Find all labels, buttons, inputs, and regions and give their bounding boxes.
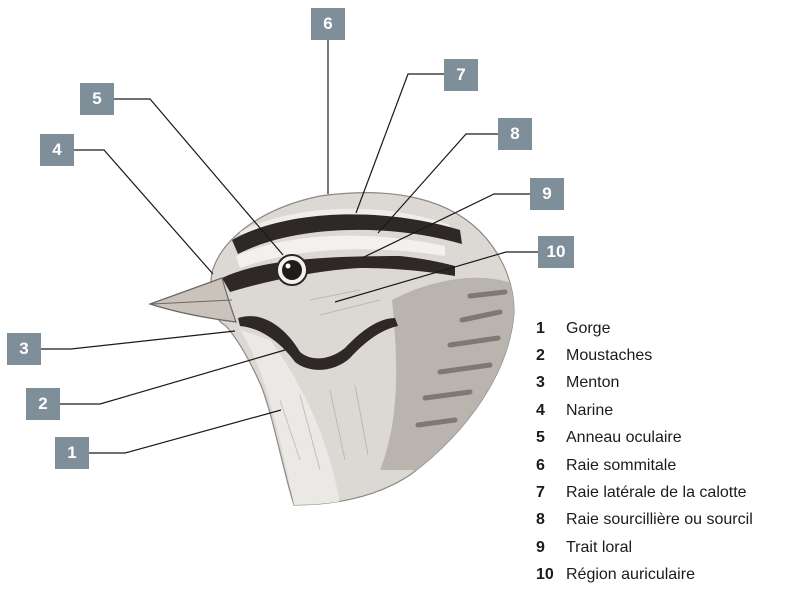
- legend-item: 1Gorge: [536, 315, 753, 342]
- legend-number: 8: [536, 511, 566, 529]
- legend-label: Gorge: [566, 320, 610, 338]
- legend-label: Menton: [566, 374, 619, 392]
- legend-label: Anneau oculaire: [566, 429, 682, 447]
- callout-4: 4: [40, 134, 74, 166]
- leader-line-4: [74, 150, 213, 274]
- legend-item: 2Moustaches: [536, 342, 753, 369]
- callout-3: 3: [7, 333, 41, 365]
- legend-item: 8Raie sourcillière ou sourcil: [536, 507, 753, 534]
- legend-item: 7Raie latérale de la calotte: [536, 479, 753, 506]
- leader-line-1: [89, 410, 281, 453]
- legend-number: 5: [536, 429, 566, 447]
- legend-item: 4Narine: [536, 397, 753, 424]
- legend-number: 4: [536, 402, 566, 420]
- legend-label: Raie sommitale: [566, 457, 676, 475]
- legend-label: Trait loral: [566, 539, 632, 557]
- legend-number: 10: [536, 566, 566, 584]
- legend-label: Région auriculaire: [566, 566, 695, 584]
- callout-10: 10: [538, 236, 574, 268]
- callout-9: 9: [530, 178, 564, 210]
- legend-item: 9Trait loral: [536, 534, 753, 561]
- legend-label: Moustaches: [566, 347, 652, 365]
- leader-line-3: [41, 331, 235, 349]
- legend-number: 1: [536, 320, 566, 338]
- legend-number: 7: [536, 484, 566, 502]
- legend-item: 3Menton: [536, 370, 753, 397]
- callout-5: 5: [80, 83, 114, 115]
- legend-item: 10Région auriculaire: [536, 562, 753, 589]
- legend-label: Narine: [566, 402, 613, 420]
- legend-number: 2: [536, 347, 566, 365]
- bird-head-illustration: [150, 193, 516, 505]
- legend: 1Gorge 2Moustaches 3Menton 4Narine 5Anne…: [536, 315, 753, 589]
- legend-item: 6Raie sommitale: [536, 452, 753, 479]
- wing-feathers: [380, 278, 516, 470]
- callout-8: 8: [498, 118, 532, 150]
- callout-7: 7: [444, 59, 478, 91]
- legend-item: 5Anneau oculaire: [536, 425, 753, 452]
- callout-2: 2: [26, 388, 60, 420]
- callout-1: 1: [55, 437, 89, 469]
- callout-6: 6: [311, 8, 345, 40]
- legend-number: 6: [536, 457, 566, 475]
- legend-number: 9: [536, 539, 566, 557]
- legend-label: Raie latérale de la calotte: [566, 484, 747, 502]
- legend-number: 3: [536, 374, 566, 392]
- legend-label: Raie sourcillière ou sourcil: [566, 511, 753, 529]
